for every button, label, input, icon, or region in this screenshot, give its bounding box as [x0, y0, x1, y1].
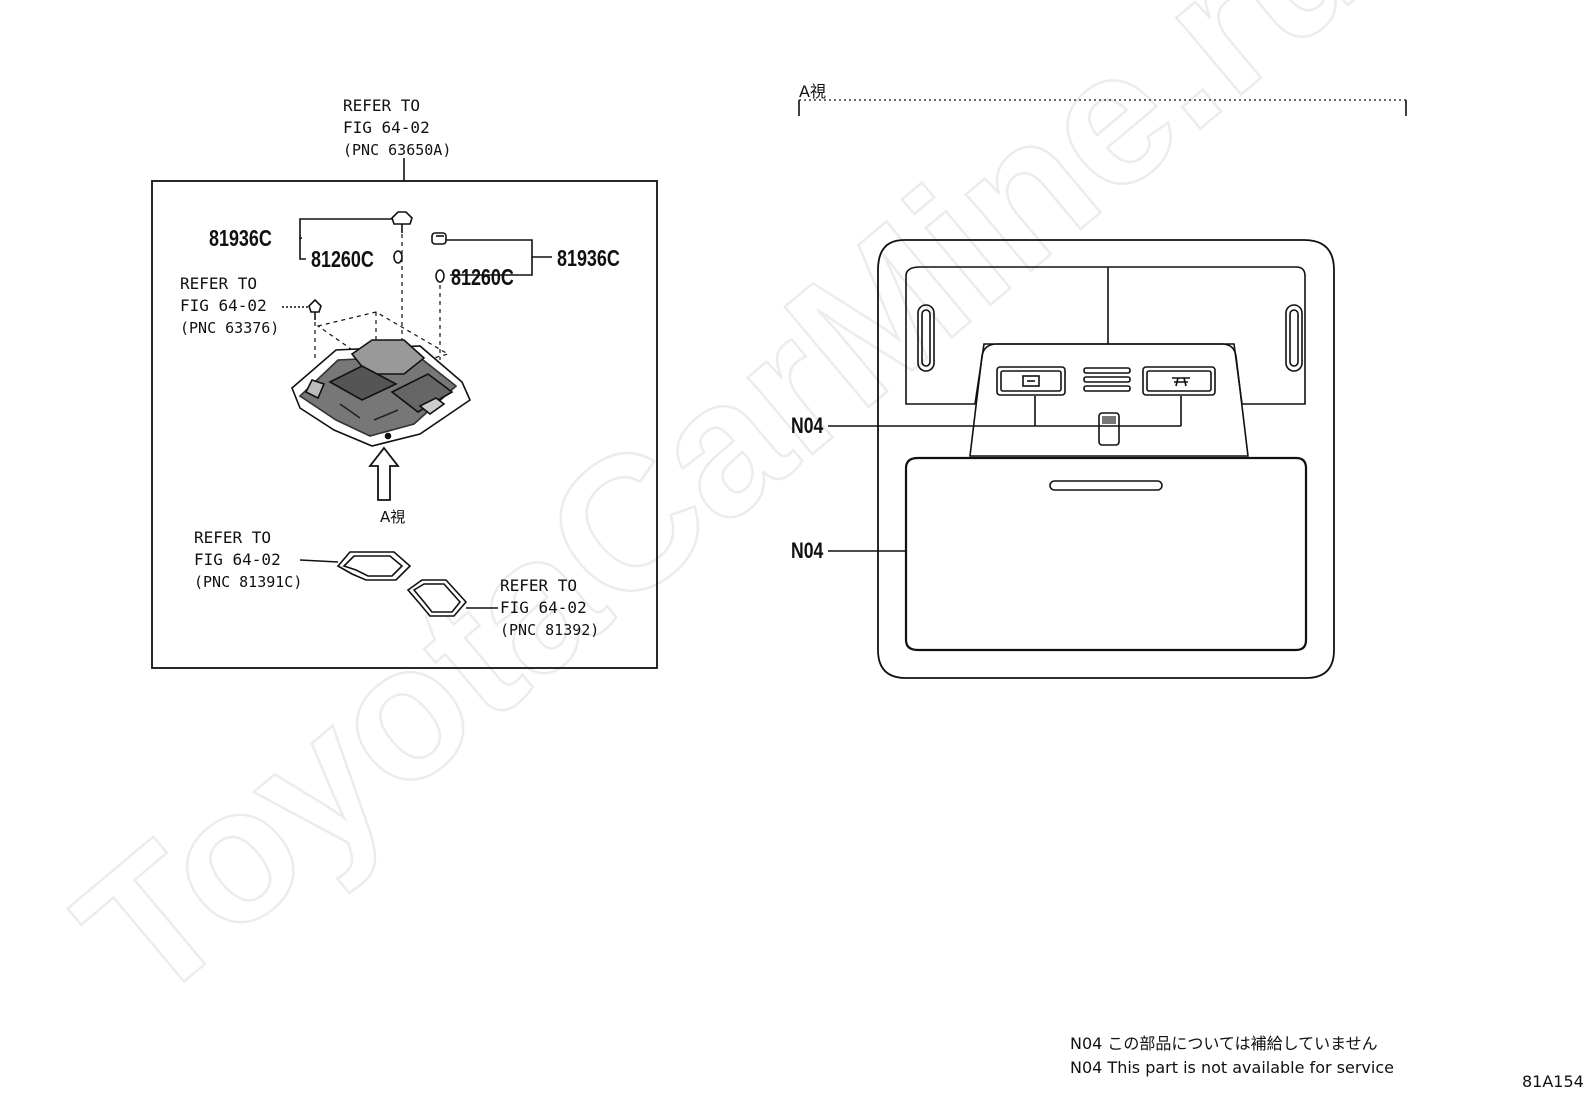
top-ref-line2: FIG 64-02	[343, 118, 430, 137]
exploded-view	[151, 158, 658, 669]
part-number-81260c-right[interactable]: 81260C	[451, 264, 514, 290]
clip-63376	[282, 298, 322, 320]
left-ref-line2: FIG 64-02	[180, 296, 267, 315]
pad2-ref-line2: FIG 64-02	[500, 598, 587, 617]
upper-lens	[905, 266, 1306, 405]
view-a-arrow	[368, 446, 400, 501]
callout-n04-upper[interactable]: N04	[791, 413, 824, 438]
vent-grille	[1083, 367, 1131, 392]
pad1-ref-label: REFER TO FIG 64-02 (PNC 81391C)	[194, 527, 302, 593]
part-number-81936c-right[interactable]: 81936C	[557, 245, 620, 271]
view-a-title: A視	[799, 82, 826, 101]
pad2-ref-line3: (PNC 81392)	[500, 621, 600, 639]
sunglass-holder-door	[904, 456, 1308, 652]
pad2-ref-line1: REFER TO	[500, 576, 578, 595]
console-outer-shell	[877, 239, 1335, 679]
top-ref-line1: REFER TO	[343, 96, 421, 115]
left-ref-line3: (PNC 63376)	[180, 319, 280, 337]
map-lamp-switch-left	[996, 366, 1066, 396]
view-arrow-label: A視	[380, 508, 406, 526]
view-a-section	[798, 99, 1407, 679]
switch-panel	[969, 343, 1249, 457]
sensor-window	[1098, 412, 1120, 446]
left-ref-label: REFER TO FIG 64-02 (PNC 63376)	[180, 273, 279, 339]
map-lamp-switch-right	[1142, 366, 1216, 396]
pad-81391c	[299, 551, 412, 581]
note-english: N04 This part is not available for servi…	[1070, 1058, 1394, 1077]
pad1-ref-line2: FIG 64-02	[194, 550, 281, 569]
pad1-ref-line3: (PNC 81391C)	[194, 573, 303, 591]
pad2-ref-label: REFER TO FIG 64-02 (PNC 81392)	[500, 575, 599, 641]
clip-81936c-left	[391, 211, 413, 233]
figure-code: 81A154	[1522, 1072, 1584, 1091]
right-lamp-slot	[1285, 304, 1303, 372]
callout-n04-lower[interactable]: N04	[791, 538, 824, 563]
map-lamp-housing	[291, 339, 472, 447]
top-ref-label: REFER TO FIG 64-02 (PNC 63650A)	[343, 95, 451, 161]
clip-81936c-right	[431, 232, 447, 245]
pad1-ref-line1: REFER TO	[194, 528, 272, 547]
note-japanese: N04 この部品については補給していません	[1070, 1034, 1378, 1053]
part-number-81260c-left[interactable]: 81260C	[311, 246, 374, 272]
top-ref-line3: (PNC 63650A)	[343, 141, 452, 159]
left-ref-line1: REFER TO	[180, 274, 258, 293]
service-notes: N04 この部品については補給していません N04 This part is n…	[1070, 1032, 1394, 1080]
left-lamp-slot	[917, 304, 935, 372]
part-number-81936c-left[interactable]: 81936C	[209, 225, 272, 251]
pad-81392	[406, 579, 498, 617]
